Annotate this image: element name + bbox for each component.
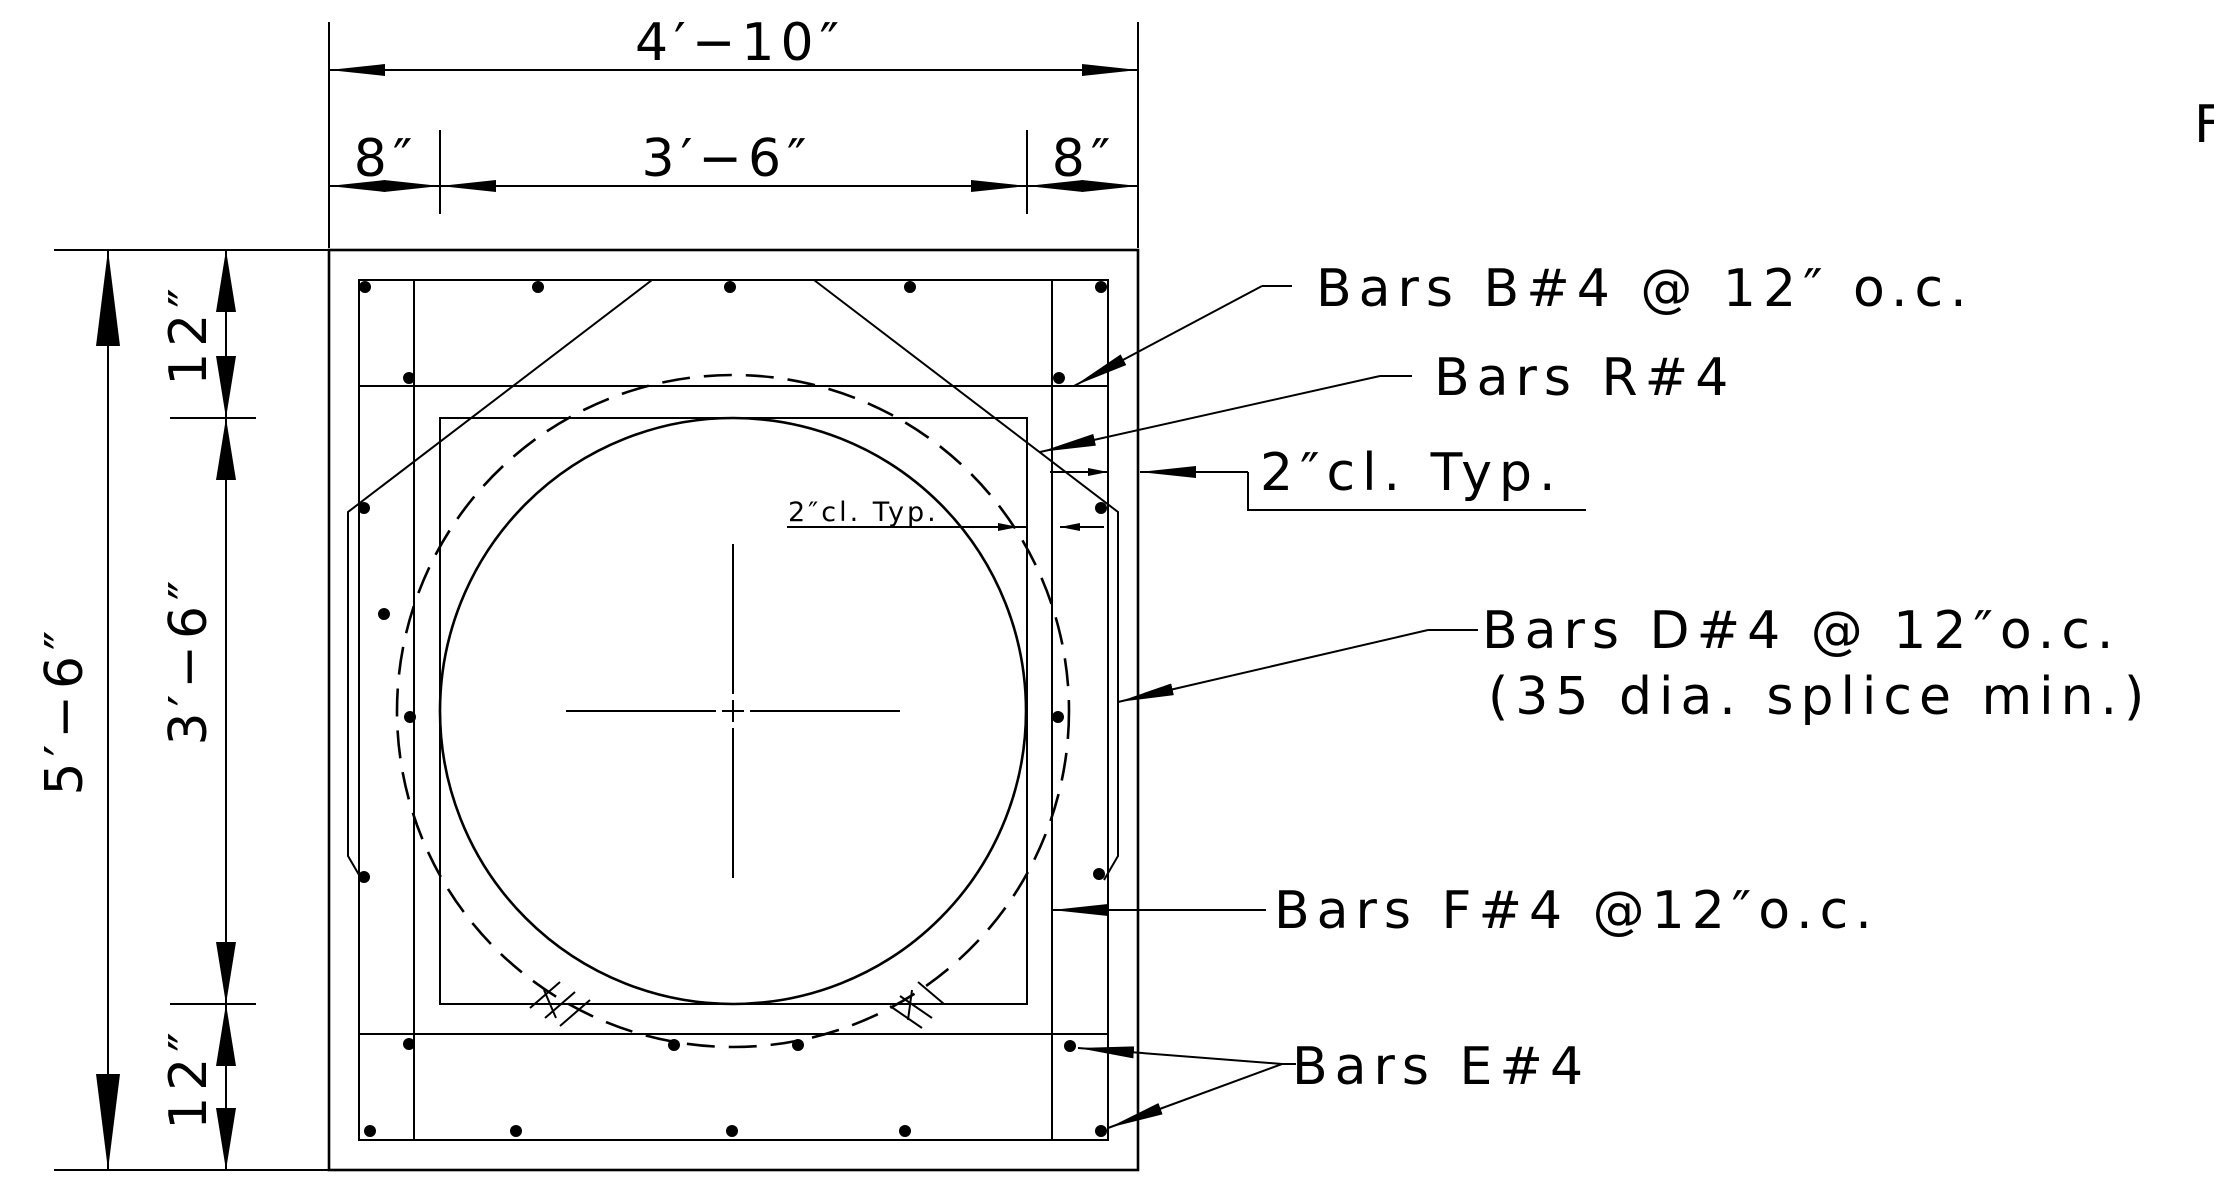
rebar-dots: [358, 281, 1107, 1137]
outer-concrete-outline: [327, 248, 1140, 1172]
inner-height-dim: 3′−6″: [159, 575, 219, 746]
bedding-hatch-left: [529, 981, 591, 1027]
bedding-hatch-right: [889, 981, 945, 1029]
bars-b-label: Bars B#4 @ 12″ o.c.: [1316, 259, 1974, 319]
bars-f-label: Bars F#4 @12″o.c.: [1274, 881, 1879, 941]
bars-e-label: Bars E#4: [1292, 1037, 1590, 1097]
bars-d-label-line1: Bars D#4 @ 12″o.c.: [1482, 601, 2120, 661]
overall-width-dim: 4′−10″: [635, 13, 845, 73]
cropped-text-fragment: F: [2194, 95, 2214, 155]
bars-r-label: Bars R#4: [1434, 348, 1735, 408]
outer-rebar-cage: [358, 279, 1109, 1141]
pipe-centerline: [566, 544, 900, 878]
inner-clear-cover-label: 2″cl. Typ.: [788, 497, 939, 528]
pipe-outline: [438, 416, 1028, 1006]
inner-width-dim: 3′−6″: [642, 129, 813, 189]
right-wall-dim: 8″: [1052, 129, 1117, 189]
bottom-slab-dim: 12″: [159, 1026, 219, 1130]
left-d-bar: [347, 279, 653, 881]
bars-d-label-line2: (35 dia. splice min.): [1488, 667, 2151, 727]
right-d-bar: [813, 279, 1119, 881]
left-dimensions: 5′−6″ 12″ 3′−6″ 12″: [35, 249, 330, 1171]
clear-cover-label: 2″cl. Typ.: [1260, 443, 1563, 503]
box-section: 2″cl. Typ.: [327, 248, 1140, 1172]
top-dimensions: 4′−10″ 8″ 3′−6″ 8″: [328, 13, 1139, 248]
overall-height-dim: 5′−6″: [35, 625, 95, 796]
callout-leaders: Bars B#4 @ 12″ o.c. Bars R#4 2″cl. Typ. …: [1039, 259, 2151, 1129]
pipe-outer-dashed: [395, 373, 1071, 1049]
left-wall-dim: 8″: [354, 129, 419, 189]
top-slab-dim: 12″: [159, 282, 219, 386]
inner-clear-cover-callout: 2″cl. Typ.: [787, 497, 1104, 531]
